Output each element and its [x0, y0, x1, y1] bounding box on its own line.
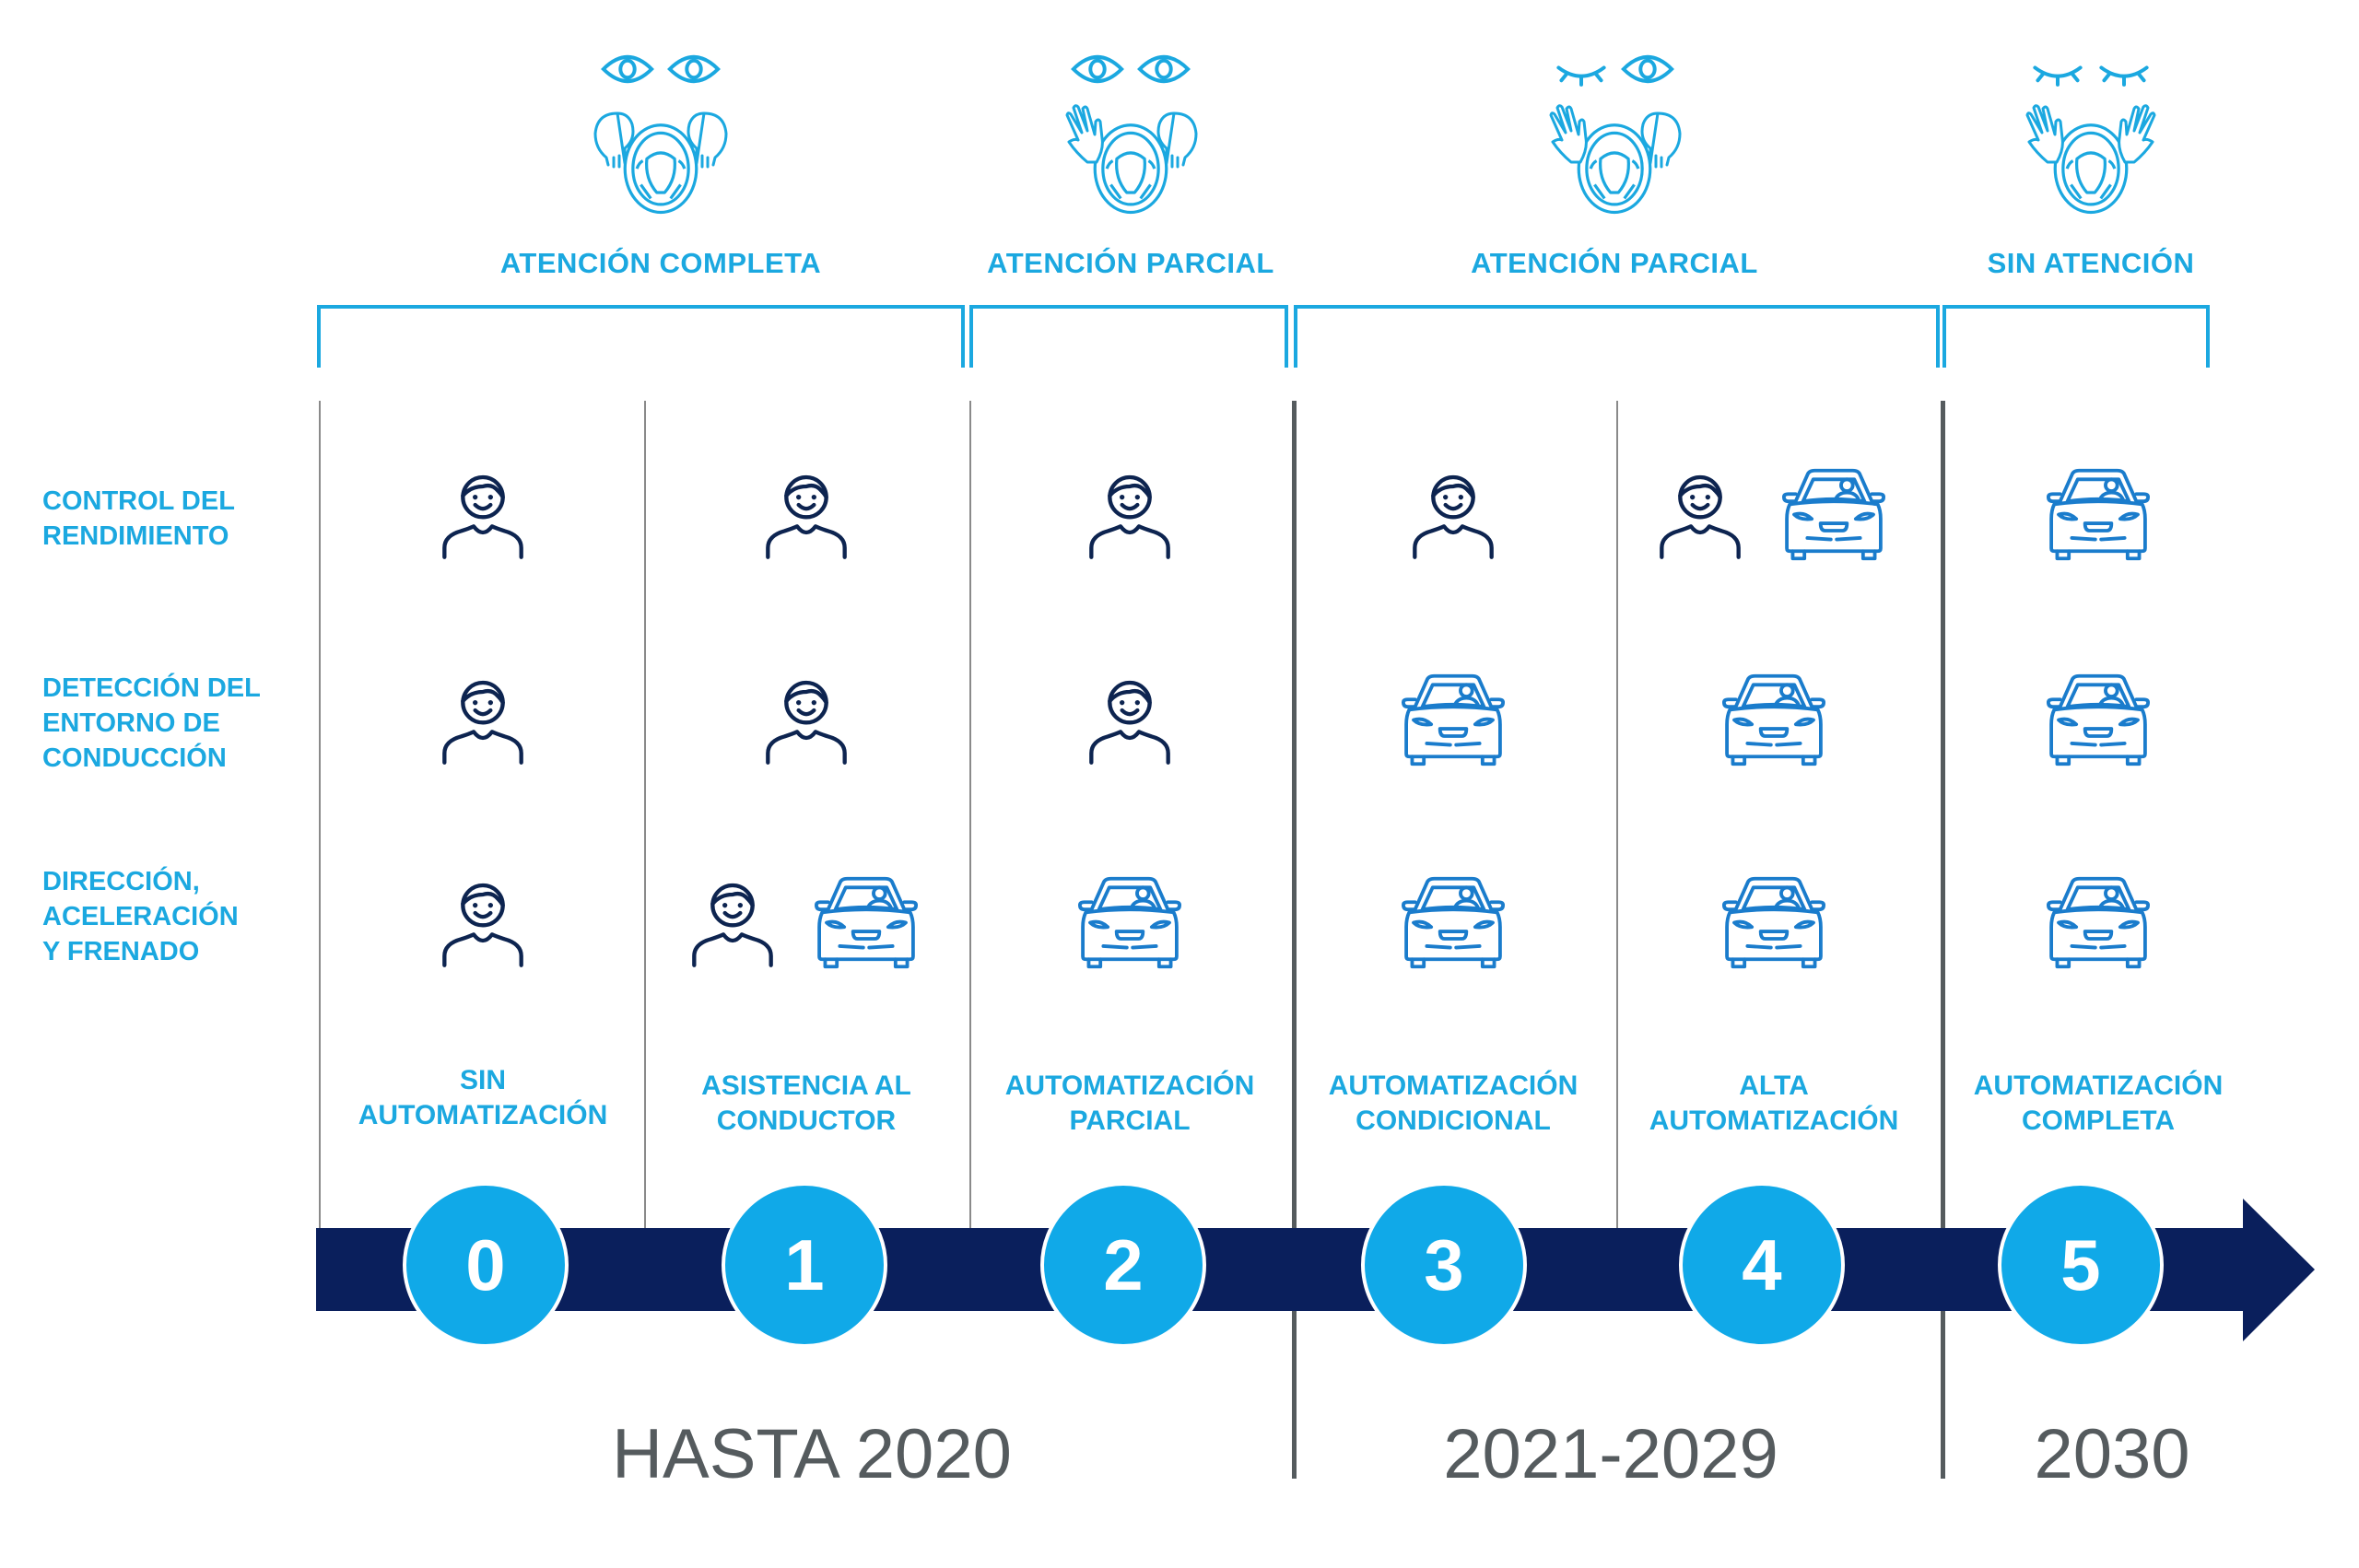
level-number-badge: 3 — [1361, 1182, 1527, 1348]
attention-label: ATENCIÓN COMPLETA — [499, 247, 822, 279]
period-label-until-2020: HASTA 2020 — [612, 1415, 1012, 1493]
level-label: AUTOMATIZACIÓN COMPLETA — [1973, 1071, 2224, 1136]
column-divider — [319, 401, 321, 1230]
column-divider — [644, 401, 646, 1230]
column-divider — [1616, 401, 1618, 1230]
level-number-badge: 5 — [1998, 1182, 2164, 1348]
period-label-2021-2029: 2021-2029 — [1443, 1415, 1778, 1493]
level-label: AUTOMATIZACIÓN PARCIAL — [1004, 1071, 1255, 1136]
level-number-badge: 2 — [1040, 1182, 1206, 1348]
level-number-badge: 1 — [722, 1182, 887, 1348]
row-label-environment-detection: DETECCIÓN DEL ENTORNO DE CONDUCCIÓN — [42, 673, 261, 773]
attention-bracket-0 — [317, 305, 965, 368]
row-label-performance-control: CONTROL DEL RENDIMIENTO — [42, 486, 235, 551]
period-label-2030: 2030 — [2034, 1415, 2190, 1493]
period-divider — [1941, 401, 1945, 1479]
column-divider — [969, 401, 971, 1230]
attention-label: ATENCIÓN PARCIAL — [987, 247, 1274, 279]
level-label: SIN AUTOMATIZACIÓN — [358, 1065, 608, 1130]
attention-label: ATENCIÓN PARCIAL — [1471, 247, 1758, 279]
attention-bracket-3 — [1942, 305, 2210, 368]
attention-bracket-1 — [969, 305, 1288, 368]
level-label: ALTA AUTOMATIZACIÓN — [1649, 1071, 1899, 1136]
attention-bracket-2 — [1294, 305, 1940, 368]
level-label: ASISTENCIA AL CONDUCTOR — [701, 1071, 911, 1136]
level-label: AUTOMATIZACIÓN CONDICIONAL — [1328, 1071, 1579, 1136]
period-divider — [1292, 401, 1297, 1479]
level-number-badge: 4 — [1679, 1182, 1845, 1348]
level-number-badge: 0 — [403, 1182, 569, 1348]
row-label-steering-acceleration-braking: DIRECCIÓN, ACELERACIÓN Y FRENADO — [42, 867, 239, 966]
attention-label: SIN ATENCIÓN — [1987, 247, 2195, 279]
